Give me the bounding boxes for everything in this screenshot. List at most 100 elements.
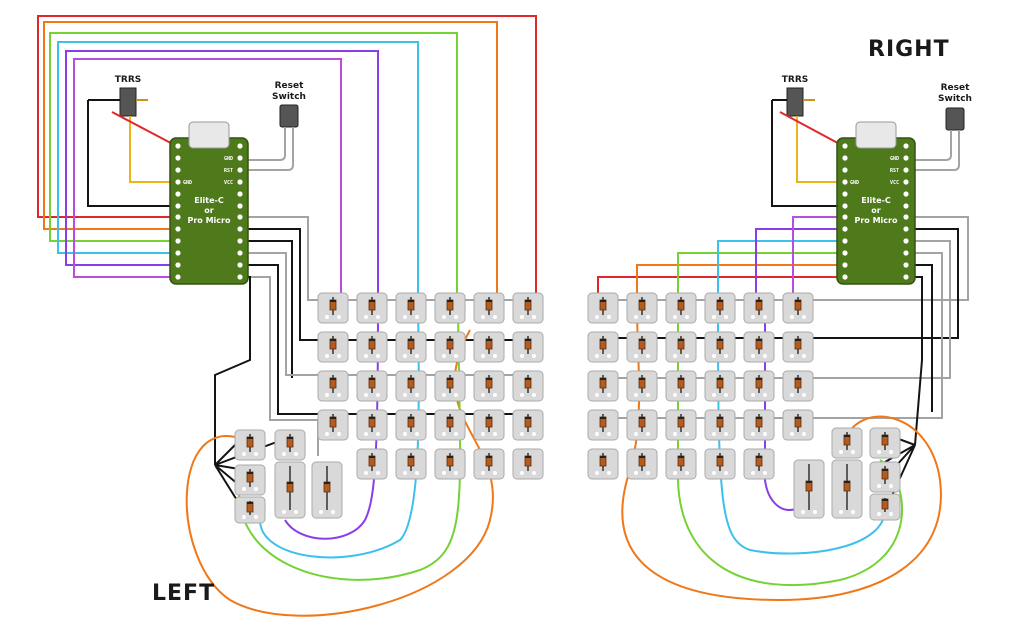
left-key-r2-c3 (395, 331, 427, 363)
left-thumb-key-5 (311, 461, 343, 519)
pro-micro-right: GND GND RST VCC Elite-C or Pro Micro (836, 121, 916, 285)
right-thumb-cluster (793, 427, 901, 521)
reset-label-line2: Switch (272, 92, 306, 102)
left-thumb-cluster (234, 429, 343, 524)
pin-gnd-right: GND (224, 156, 233, 162)
right-key-r1-c4 (704, 292, 736, 324)
left-key-r4-c6 (512, 409, 544, 441)
right-key-r4-c3 (665, 409, 697, 441)
right-thumb-key-2 (869, 427, 901, 459)
right-key-r2-c3 (665, 331, 697, 363)
pin-vcc-r: VCC (890, 180, 899, 186)
right-key-r4-c1 (587, 409, 619, 441)
wire-orange-r (636, 264, 845, 305)
right-thumb-key-4 (793, 459, 825, 519)
right-thumb-key-6 (869, 493, 901, 521)
right-title: RIGHT (868, 37, 950, 62)
wire-blue-r (717, 240, 845, 305)
left-key-r2-c1 (317, 331, 349, 363)
left-half: TRRS Reset Switch GND (37, 15, 544, 617)
mcu-label-r-line1: Elite-C (861, 196, 891, 205)
reset-switch-right (906, 107, 965, 171)
wire-magenta-r (792, 216, 845, 305)
wire-gray-r1 (592, 216, 969, 301)
left-key-r3-c4 (434, 370, 466, 402)
reset-label-right-line2: Switch (938, 94, 972, 104)
right-key-bottom-c2 (626, 448, 658, 480)
wire-yellow (129, 116, 178, 183)
left-key-bottom-c1 (356, 448, 388, 480)
wire-green-loop (238, 304, 462, 581)
right-key-r1-c2 (626, 292, 658, 324)
mcu-label-line1: Elite-C (194, 196, 224, 205)
left-thumb-key-6 (234, 496, 266, 524)
pin-gnd-right-r: GND (890, 156, 899, 162)
trrs-jack-left (87, 87, 223, 207)
left-key-bottom-c4 (473, 448, 505, 480)
wire-red (37, 15, 537, 305)
wire-black-2 (240, 240, 293, 378)
left-thumb-key-4 (274, 461, 306, 519)
pin-rst-r: RST (890, 168, 899, 174)
left-key-r1-c1 (317, 292, 349, 324)
left-key-bottom-c3 (434, 448, 466, 480)
left-column-wires (37, 15, 537, 305)
right-thumb-key-1 (831, 427, 863, 459)
left-thumb-key-3 (234, 464, 266, 496)
left-thumb-key-1 (234, 429, 266, 461)
left-thumb-key-2 (274, 429, 306, 461)
left-key-r2-c2 (356, 331, 388, 363)
wire-black-trrs-r (771, 100, 845, 207)
left-key-r1-c6 (512, 292, 544, 324)
left-key-r1-c2 (356, 292, 388, 324)
right-key-bottom-c1 (587, 448, 619, 480)
right-key-r4-c4 (704, 409, 736, 441)
right-key-r1-c1 (587, 292, 619, 324)
reset-switch-left (240, 104, 299, 171)
wire-purple-r (755, 228, 845, 305)
left-key-r1-c4 (434, 292, 466, 324)
left-key-r4-c2 (356, 409, 388, 441)
left-key-bottom-c5 (512, 448, 544, 480)
left-key-r4-c3 (395, 409, 427, 441)
wire-purple (65, 50, 379, 305)
left-key-r2-c5 (473, 331, 505, 363)
mcu-label-r-line2: or (871, 206, 880, 215)
right-key-matrix (587, 292, 814, 480)
left-key-bottom-c2 (395, 448, 427, 480)
reset-label-right-line1: Reset (941, 83, 970, 93)
right-key-r2-c2 (626, 331, 658, 363)
left-key-r3-c1 (317, 370, 349, 402)
wire-yellow-r (796, 116, 845, 183)
mcu-label-line3: Pro Micro (188, 216, 231, 225)
left-key-r3-c5 (473, 370, 505, 402)
left-key-r2-c6 (512, 331, 544, 363)
left-key-r1-c5 (473, 292, 505, 324)
wire-purple-loop (284, 304, 379, 540)
right-key-r2-c1 (587, 331, 619, 363)
right-key-r4-c2 (626, 409, 658, 441)
right-key-r2-c6 (782, 331, 814, 363)
pin-rst: RST (224, 168, 233, 174)
wire-black-r1 (592, 228, 959, 339)
right-key-r2-c4 (704, 331, 736, 363)
mcu-label-r-line3: Pro Micro (855, 216, 898, 225)
wire-orange (43, 21, 498, 305)
right-key-r4-c6 (782, 409, 814, 441)
mcu-label-line2: or (204, 206, 213, 215)
right-key-r1-c5 (743, 292, 775, 324)
left-key-r3-c6 (512, 370, 544, 402)
right-key-r3-c1 (587, 370, 619, 402)
right-key-r3-c6 (782, 370, 814, 402)
wire-green-loop-r (677, 305, 903, 587)
right-key-r3-c5 (743, 370, 775, 402)
right-thumb-key-5 (831, 459, 863, 519)
right-key-bottom-c4 (704, 448, 736, 480)
wire-green (49, 32, 458, 305)
wire-green-r (677, 252, 845, 305)
wire-magenta (73, 58, 342, 305)
right-column-wires (597, 216, 845, 305)
trrs-label-right: TRRS (782, 75, 808, 85)
left-key-r2-c4 (434, 331, 466, 363)
